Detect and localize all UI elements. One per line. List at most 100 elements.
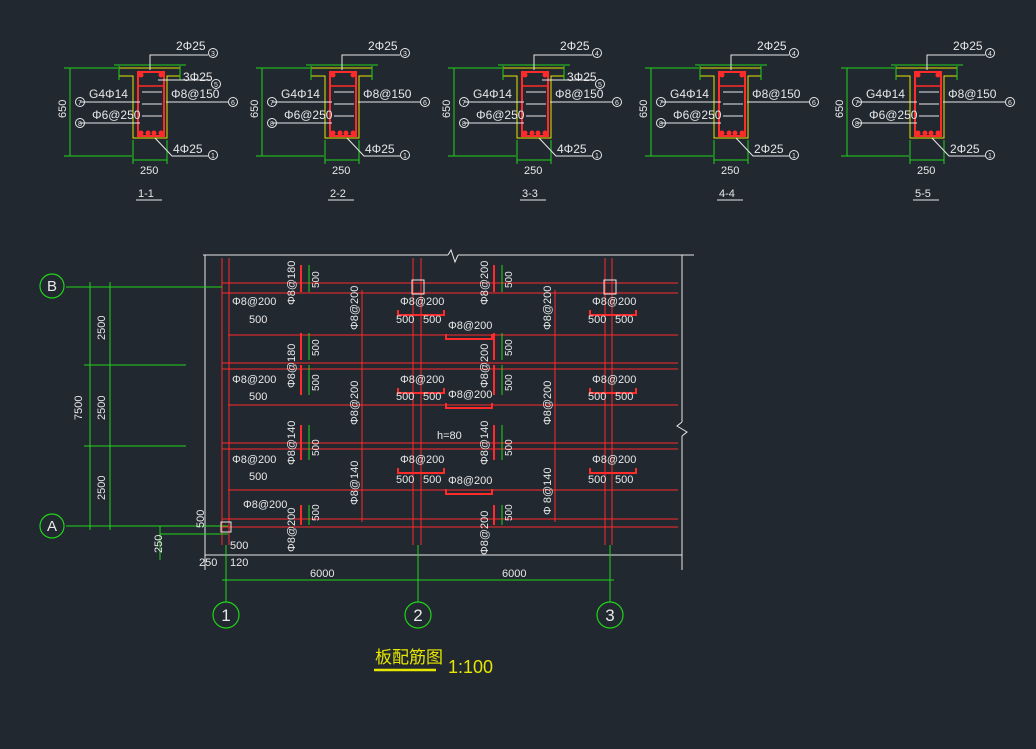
- section-top-no: 4: [595, 51, 599, 58]
- section-bar-dot: [350, 72, 356, 78]
- rebar-500-vertical: 500: [311, 339, 322, 356]
- section-top-bubble: [789, 48, 799, 58]
- section-bar-dot: [928, 130, 934, 136]
- rebar-500-label: 500: [249, 471, 267, 483]
- slab-thickness: h=80: [437, 430, 462, 442]
- section-bar-dot: [145, 130, 151, 136]
- rebar-500-vertical: 500: [504, 504, 515, 521]
- section-width-label: 250: [524, 165, 542, 177]
- section-top-bars-label: 2Φ25: [560, 39, 590, 53]
- rebar-label-vertical: Φ8@140: [286, 421, 298, 465]
- rebar-label-vertical: Φ8@180: [286, 344, 298, 388]
- rebar-500-vertical: 500: [504, 439, 515, 456]
- section-mid-no: 5: [214, 82, 218, 89]
- section-bar-dot: [151, 130, 157, 136]
- rebar-label: Φ8@200: [232, 454, 276, 466]
- dim-total-vertical: 7500: [73, 396, 85, 420]
- section-right-no: 6: [1008, 100, 1012, 107]
- section-bottom-no: 1: [403, 153, 407, 160]
- section-bottom-no: 1: [792, 153, 796, 160]
- section-top-leader: [533, 54, 592, 70]
- section-bar-dot: [915, 130, 921, 136]
- section-right-no: 6: [231, 100, 235, 107]
- section-top-leader: [730, 54, 789, 70]
- slab-plan: Φ8@200Φ8@200Φ8@200Φ8@200Φ8@200Φ8@200Φ8@2…: [39, 248, 694, 677]
- section-side-no: 7: [855, 100, 859, 107]
- section-side-label: G4Φ14: [473, 87, 512, 101]
- section-side-no: 7: [659, 100, 663, 107]
- rebar-500-vertical: 500: [311, 439, 322, 456]
- rebar-label: Φ8@200: [448, 320, 492, 332]
- rebar-label-vertical: Φ8@140: [349, 461, 361, 505]
- section-bar-dot: [719, 130, 725, 136]
- section-name: 3-3: [522, 188, 538, 200]
- section-right-bubble: [420, 97, 430, 107]
- section-bottom-leader: [931, 137, 985, 157]
- section-bottom-label: 2Φ25: [950, 142, 980, 156]
- rebar-mark-horizontal: [589, 468, 637, 474]
- rebar-marks: Φ8@200Φ8@200Φ8@200Φ8@200Φ8@200Φ8@200Φ8@2…: [232, 261, 637, 555]
- section-bar-dot: [350, 130, 356, 136]
- rebar-500-label: 500: [423, 391, 441, 403]
- section-bar-dot: [535, 130, 541, 136]
- axis-bubbles: [39, 273, 624, 629]
- axis-1-label: 1: [221, 606, 230, 625]
- section-top-leader: [149, 54, 208, 70]
- section-right-bubble: [1005, 97, 1015, 107]
- rebar-label-vertical: Φ8@140: [479, 421, 491, 465]
- beam-sections: 6502502Φ2533Φ255G4Φ147Φ6@2508Φ8@15064Φ25…: [57, 39, 1015, 201]
- rebar-500-label: 500: [396, 391, 414, 403]
- rebar-label-vertical: Φ8@200: [349, 286, 361, 330]
- section-stirrup-no: 8: [78, 121, 82, 128]
- rebar-label-vertical: Φ8@200: [479, 261, 491, 305]
- section-top-no: 4: [792, 51, 796, 58]
- beam-lines: [221, 258, 678, 545]
- dim-250-bottom: 250: [199, 557, 217, 569]
- drawing-title: 板配筋图: [375, 648, 443, 667]
- section-bottom-leader: [154, 137, 208, 157]
- axis-3-label: 3: [605, 606, 614, 625]
- section-bar-dot: [935, 130, 941, 136]
- section-bar-dot: [138, 72, 144, 78]
- section-height-label: 650: [638, 100, 650, 118]
- rebar-label: Φ8@200: [592, 296, 636, 308]
- section-top-no: 3: [211, 51, 215, 58]
- section-bottom-label: 4Φ25: [365, 142, 395, 156]
- section-height-label: 650: [441, 100, 453, 118]
- section-right-label: Φ8@150: [171, 87, 220, 101]
- rebar-500-label: 500: [588, 314, 606, 326]
- rebar-label: Φ8@200: [592, 374, 636, 386]
- rebar-mark-horizontal: [445, 334, 493, 340]
- section-right-bubble: [612, 97, 622, 107]
- section-side-no: 7: [270, 100, 274, 107]
- rebar-label-vertical: Φ8@200: [349, 381, 361, 425]
- section-side-bubble: [267, 97, 277, 107]
- rebar-label-vertical: Φ8@200: [286, 508, 298, 552]
- section-mid-label: 3Φ25: [183, 70, 213, 84]
- section-right-no: 6: [812, 100, 816, 107]
- section-bottom-no: 1: [595, 153, 599, 160]
- rebar-label-vertical: Φ8@200: [479, 511, 491, 555]
- section-bar-dot: [337, 130, 343, 136]
- dim-250-left: 250: [153, 535, 165, 553]
- section-mid-no: 5: [598, 82, 602, 89]
- section-bar-dot: [330, 72, 336, 78]
- section-right-bubble: [228, 97, 238, 107]
- section-bottom-bubble: [400, 150, 410, 160]
- section-right-no: 6: [423, 100, 427, 107]
- rebar-500-vertical: 500: [311, 271, 322, 288]
- section-top-bars-label: 2Φ25: [757, 39, 787, 53]
- section-stirrup: [914, 71, 942, 137]
- rebar-500-vertical: 500: [504, 271, 515, 288]
- drawing-scale: 1:100: [448, 657, 493, 677]
- section-bottom-no: 1: [211, 153, 215, 160]
- dim-span-h1: 6000: [310, 568, 334, 580]
- rebar-500-label: 500: [615, 474, 633, 486]
- rebar-label-vertical: Φ 8@140: [542, 468, 554, 515]
- section-bar-dot: [922, 130, 928, 136]
- rebar-mark-horizontal: [397, 468, 445, 474]
